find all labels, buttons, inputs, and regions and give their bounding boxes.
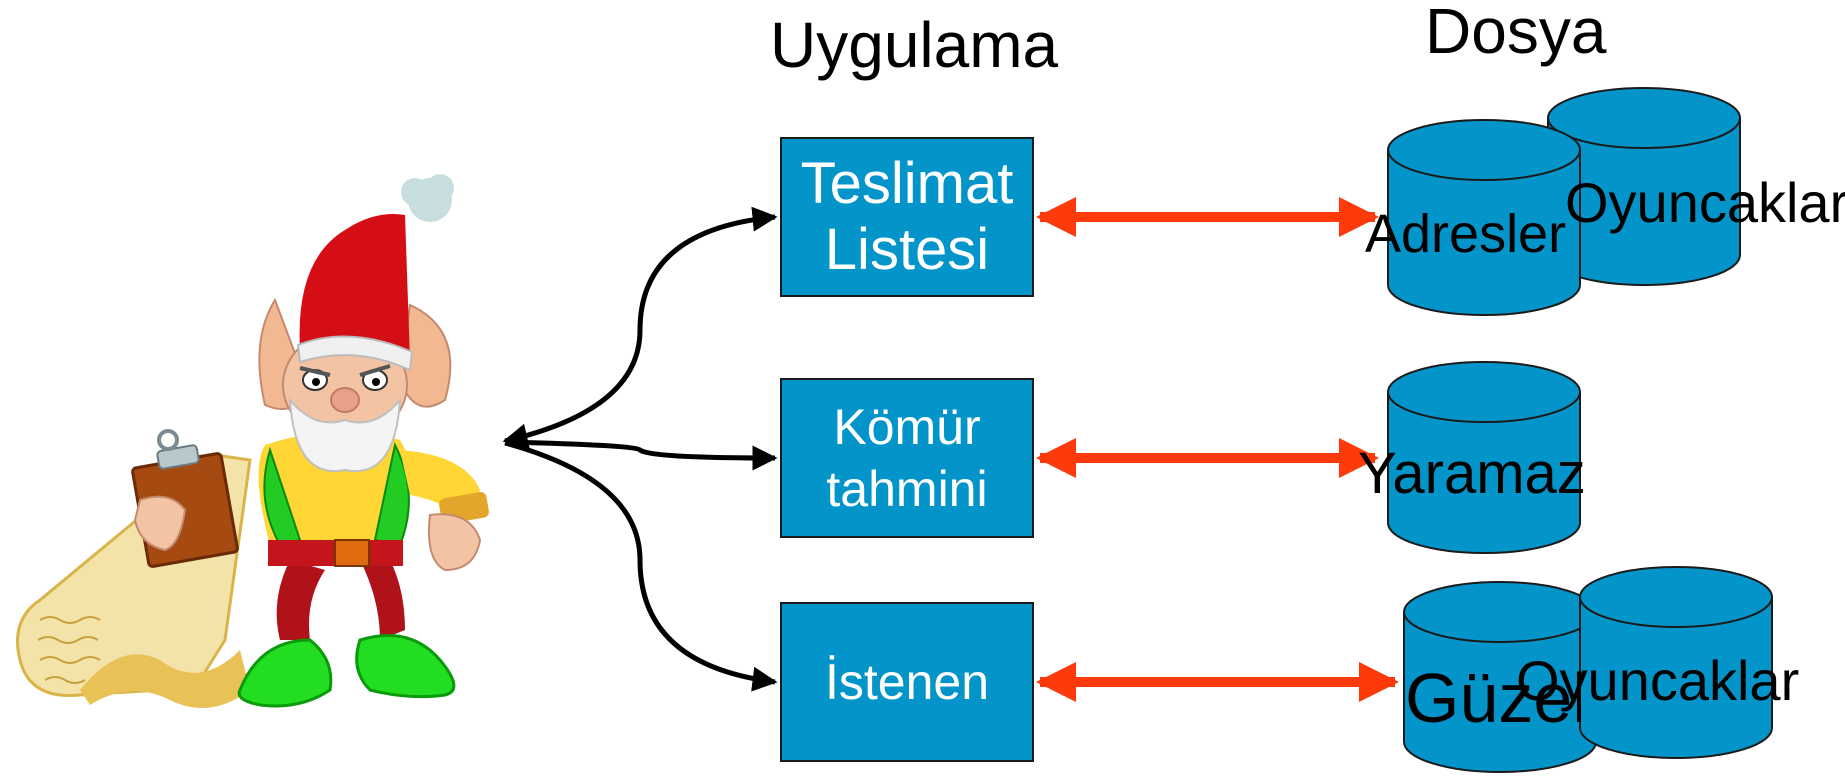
cylinder-row3-back xyxy=(1579,566,1773,759)
app-box-requested: İstenen xyxy=(780,602,1034,762)
connector-elf-app3 xyxy=(504,440,778,692)
file-heading: Dosya xyxy=(1425,0,1607,67)
app-file-connectors xyxy=(1036,197,1399,702)
application-heading: Uygulama xyxy=(770,9,1059,81)
cylinder-row1-front xyxy=(1387,119,1581,316)
app-box-delivery-list: Teslimat Listesi xyxy=(780,137,1034,297)
connector-elf-app2 xyxy=(504,439,778,471)
elf-with-clipboard-icon xyxy=(16,174,489,708)
cylinder-row2 xyxy=(1387,361,1581,554)
cylinder-row1-back xyxy=(1547,87,1741,286)
file-cylinders xyxy=(1387,87,1773,773)
cylinder-row3-front xyxy=(1403,581,1597,773)
app-box-coal-estimate: Kömür tahmini xyxy=(780,378,1034,538)
cylinder-label-toys-1: Oyuncaklar xyxy=(1565,171,1845,234)
elf-connectors xyxy=(502,206,778,692)
cylinder-label-naughty: Yaramaz xyxy=(1358,441,1586,506)
connector-elf-app1 xyxy=(502,206,778,449)
cylinder-label-toys-2: Oyuncaklar xyxy=(1516,649,1800,712)
cylinder-label-nice: Güzel xyxy=(1405,659,1581,737)
cylinder-label-addresses: Adresler xyxy=(1365,204,1567,264)
